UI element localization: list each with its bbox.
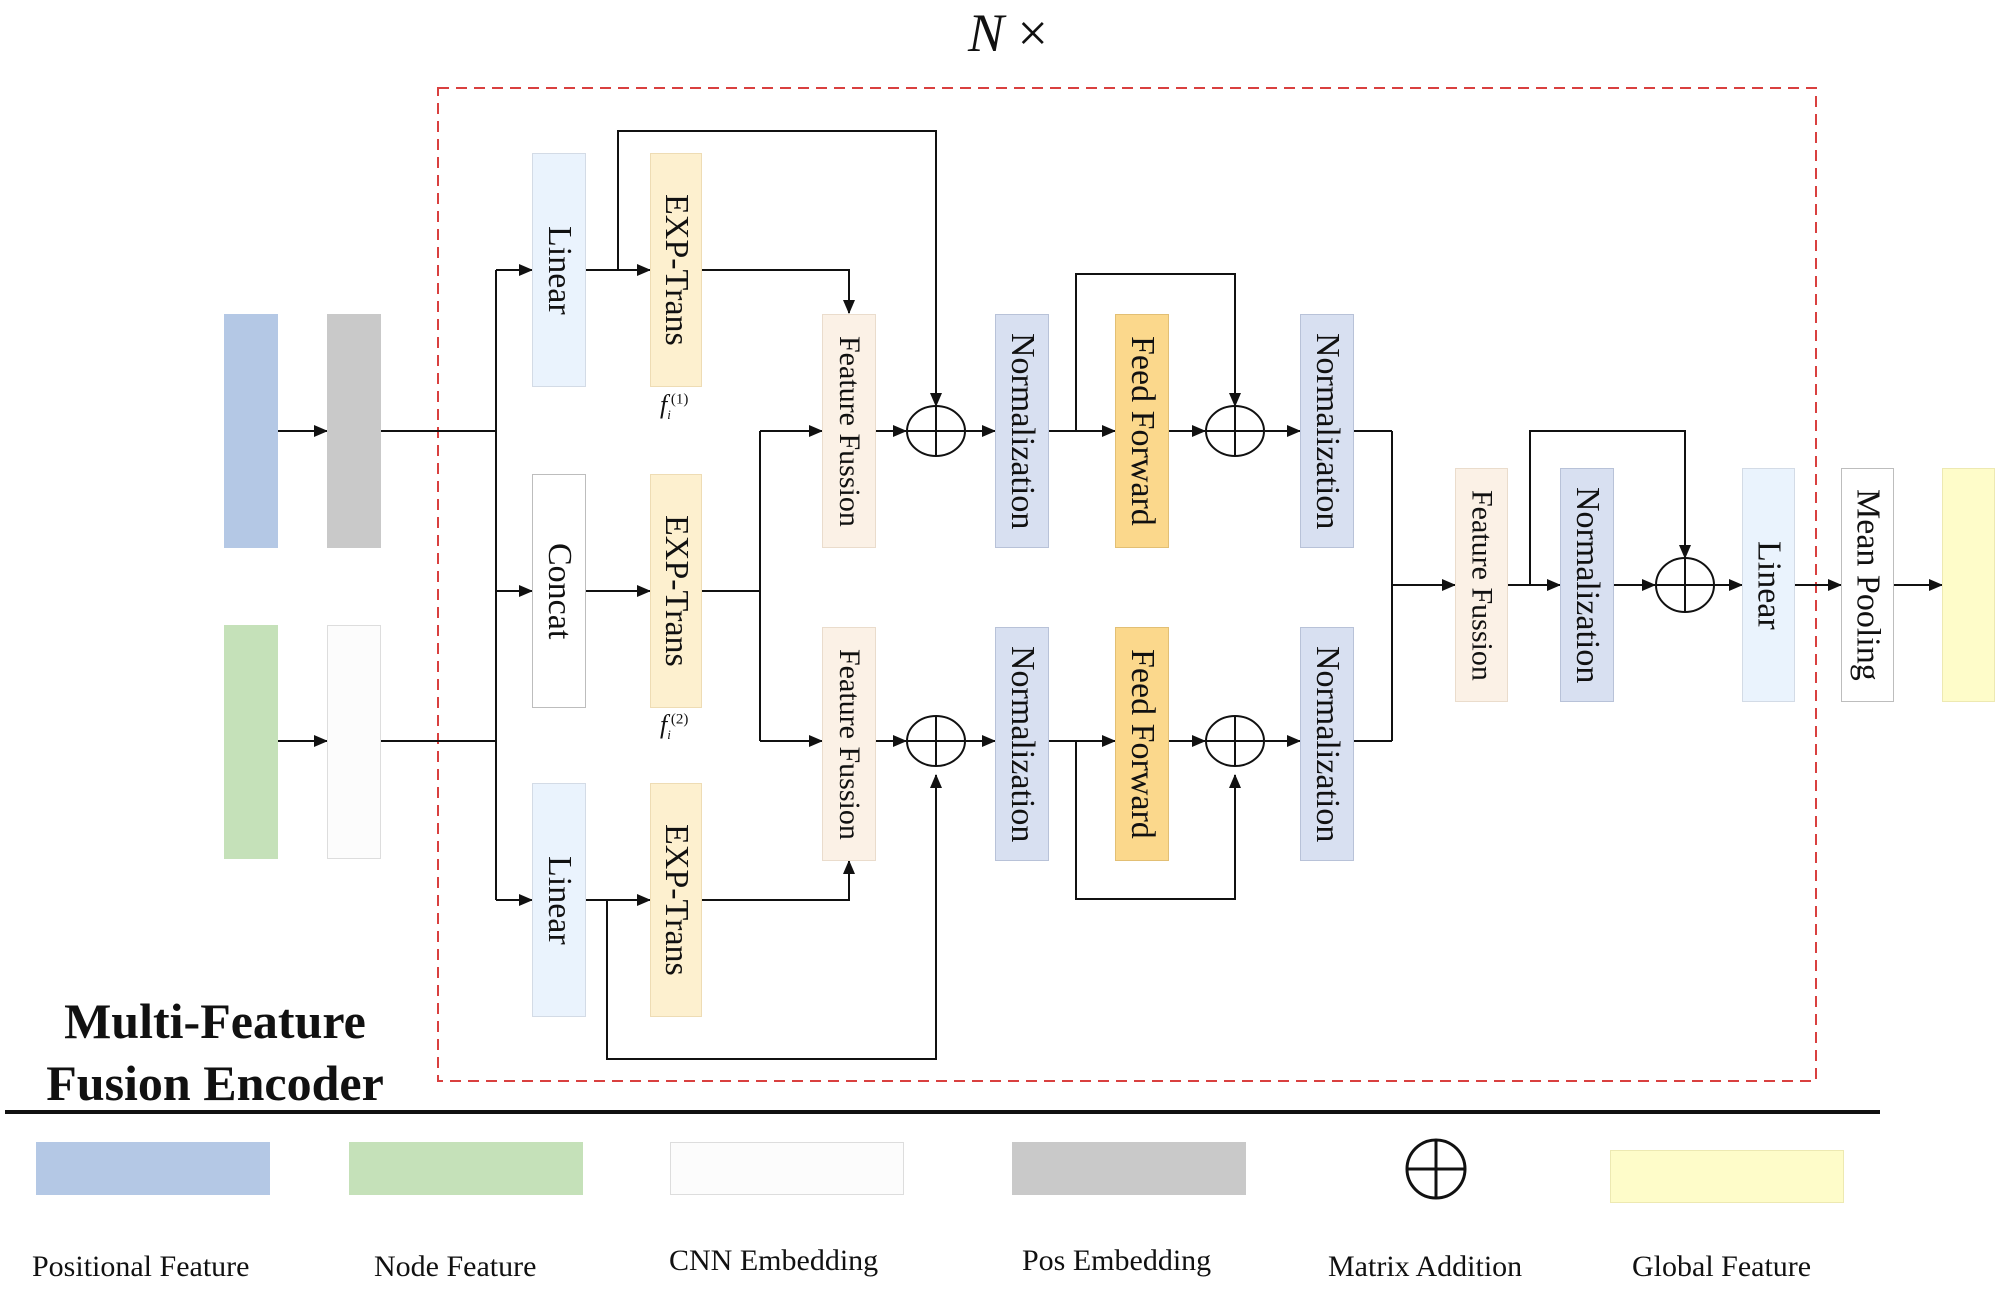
normalization-block-upper-2: Normalization: [1300, 314, 1354, 548]
legend-label-matrix-addition: Matrix Addition: [1328, 1250, 1523, 1283]
normalization-block-lower-2: Normalization: [1300, 627, 1354, 861]
encoder-title: Multi-Feature Fusion Encoder: [20, 990, 410, 1114]
repeat-symbol: N: [968, 3, 1005, 63]
feature-fusion-block-upper: Feature Fussion: [822, 314, 876, 548]
encoder-title-line-1: Multi-Feature: [64, 993, 366, 1049]
exp-trans-block-mid: EXP-Trans: [650, 474, 702, 708]
normalization-block-lower-1: Normalization: [995, 627, 1049, 861]
legend-swatch-cnn-embedding: [670, 1142, 904, 1195]
legend-label-positional-feature: Positional Feature: [32, 1250, 250, 1283]
concat-block: Concat: [532, 474, 586, 708]
legend-swatch-pos-embedding: [1012, 1142, 1246, 1195]
legend-label-cnn-embedding: CNN Embedding: [669, 1244, 879, 1277]
legend-swatch-node-feature: [349, 1142, 583, 1195]
feature-fusion-block-final: Feature Fussion: [1455, 468, 1508, 702]
legend-matrix-addition-icon: [1405, 1138, 1467, 1200]
pos-embedding-block: [327, 314, 381, 548]
cnn-embedding-block: [327, 625, 381, 859]
linear-block-top: Linear: [532, 153, 586, 387]
feed-forward-block-lower: Feed Forward: [1115, 627, 1169, 861]
exp-trans-block-bottom: EXP-Trans: [650, 783, 702, 1017]
linear-block-bottom: Linear: [532, 783, 586, 1017]
matrix-addition-icon: [906, 715, 966, 767]
exp-trans-output-label-1: fi(1): [660, 390, 689, 423]
encoder-title-line-2: Fusion Encoder: [46, 1055, 384, 1111]
normalization-block-upper-1: Normalization: [995, 314, 1049, 548]
repeat-label: N ×: [968, 2, 1048, 64]
matrix-addition-icon: [1655, 557, 1715, 613]
feed-forward-block-upper: Feed Forward: [1115, 314, 1169, 548]
legend-label-global-feature: Global Feature: [1632, 1250, 1812, 1283]
node-feature-block: [224, 625, 278, 859]
feature-fusion-block-lower: Feature Fussion: [822, 627, 876, 861]
linear-block-final: Linear: [1742, 468, 1795, 702]
global-feature-block: [1942, 468, 1995, 702]
repeat-times: ×: [1017, 3, 1048, 63]
positional-feature-block: [224, 314, 278, 548]
matrix-addition-icon: [1205, 405, 1265, 457]
exp-trans-output-label-2: fi(2): [660, 710, 689, 743]
legend-label-pos-embedding: Pos Embedding: [1022, 1244, 1212, 1277]
normalization-block-final: Normalization: [1560, 468, 1614, 702]
matrix-addition-icon: [1205, 715, 1265, 767]
matrix-addition-icon: [906, 405, 966, 457]
mean-pooling-block: Mean Pooling: [1841, 468, 1894, 702]
exp-trans-block-top: EXP-Trans: [650, 153, 702, 387]
legend-swatch-positional-feature: [36, 1142, 270, 1195]
legend-label-node-feature: Node Feature: [374, 1250, 537, 1283]
legend-swatch-global-feature: [1610, 1150, 1844, 1203]
